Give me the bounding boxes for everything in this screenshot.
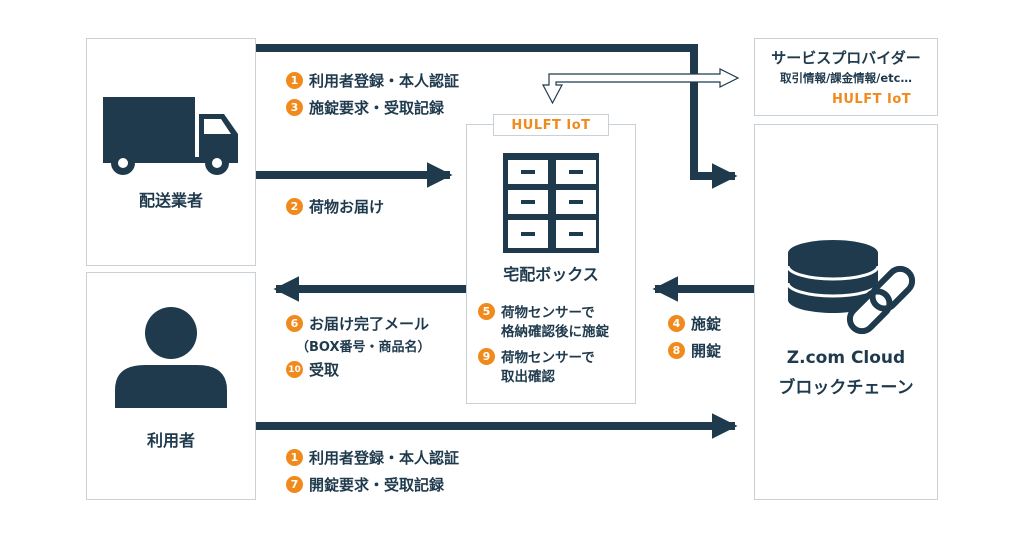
step-text: 荷物センサーで [501,350,595,366]
person-icon [115,307,227,408]
step-locker-5: 5 荷物センサーで [478,301,595,321]
step-user-7: 7 開錠要求・受取記録 [286,474,444,495]
step-text: 施錠要求・受取記録 [309,99,445,117]
step-notify-10: 10 受取 [286,359,339,380]
locker-brand-logo: HULFT IoT [511,117,591,133]
step-text: お届け完了メール [309,315,430,333]
locker-brand-tag: HULFT IoT [493,114,609,136]
step-number-badge: 8 [668,342,685,359]
step-number-badge: 4 [668,315,685,332]
step-number-badge: 6 [286,315,303,332]
step-delivery-1: 1 利用者登録・本人認証 [286,70,459,91]
step-number-badge: 1 [286,72,303,89]
provider-box [754,38,938,116]
step-text: 荷物センサーで [501,305,595,321]
step-number-badge: 7 [286,476,303,493]
provider-brand-logo: HULFT IoT [832,92,912,107]
step-number-badge: 5 [478,302,495,320]
step-notify-6: 6 お届け完了メール [286,313,429,334]
step-text: 施錠 [691,315,722,333]
step-locker-5-line2: 格納確認後に施錠 [501,324,609,340]
step-number-badge: 1 [286,449,303,466]
step-text: 利用者登録・本人認証 [309,449,460,467]
step-unlock-8: 8 開錠 [668,340,721,361]
step-text: 荷物お届け [309,198,385,216]
delivery-label: 配送業者 [138,191,203,210]
step-number-badge: 10 [286,361,303,378]
step-delivery-3: 3 施錠要求・受取記録 [286,97,444,118]
step-notify-detail: （BOX番号・商品名） [296,340,431,355]
cloud-label-line2: ブロックチェーン [778,378,914,398]
step-text: 開錠要求・受取記録 [309,476,445,494]
arrow-locker-provider-exchange [542,68,740,105]
chain-link-icon [846,265,916,335]
step-number-badge: 2 [286,198,303,215]
step-text: 利用者登録・本人認証 [309,72,460,90]
step-number-badge: 9 [478,347,495,365]
step-locker-9: 9 荷物センサーで [478,346,595,366]
step-text: 開錠 [691,342,722,360]
locker-label: 宅配ボックス [503,265,599,284]
step-locker-9-line2: 取出確認 [501,369,555,385]
provider-subtitle: 取引情報/課金情報/etc… [779,71,912,85]
step-deliver-2: 2 荷物お届け [286,196,384,217]
user-label: 利用者 [146,431,195,450]
locker-icon [503,153,599,253]
arrow-delivery-to-cloud [256,44,738,189]
step-user-1: 1 利用者登録・本人認証 [286,447,459,468]
provider-title: サービスプロバイダー [771,49,921,67]
step-text: 受取 [309,361,340,379]
database-icon [786,240,880,313]
cloud-label-line1: Z.com Cloud [786,348,906,368]
step-lock-4: 4 施錠 [668,313,721,334]
step-number-badge: 3 [286,99,303,116]
truck-icon [103,97,238,175]
